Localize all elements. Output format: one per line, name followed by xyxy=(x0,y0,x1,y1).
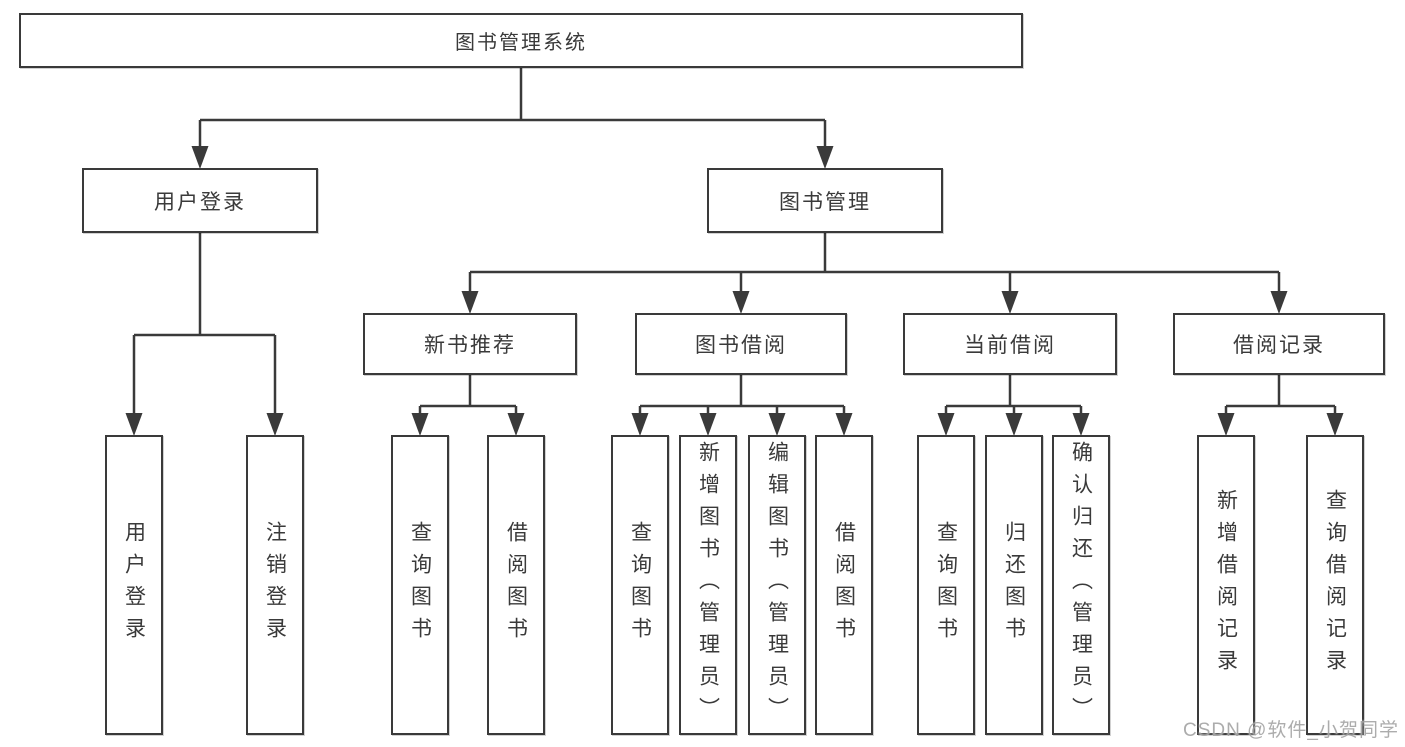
node-label: 查询图书 xyxy=(628,521,652,649)
connector-user-login-to-leaves xyxy=(132,233,277,415)
leaf-borrow-books-2: 借阅图书 xyxy=(815,435,873,735)
node-label: 当前借阅 xyxy=(964,334,1056,357)
leaf-edit-books-admin: 编辑图书（管理员） xyxy=(748,435,806,735)
node-label: 图书管理 xyxy=(779,190,871,214)
node-current-borrowing: 当前借阅 xyxy=(903,313,1117,375)
arrowhead xyxy=(937,413,955,436)
leaf-query-books-1: 查询图书 xyxy=(391,435,449,735)
node-label: 新书推荐 xyxy=(424,334,516,357)
leaf-add-borrow-record: 新增借阅记录 xyxy=(1197,435,1255,735)
node-book-borrowing: 图书借阅 xyxy=(635,313,847,375)
leaf-borrow-books-1: 借阅图书 xyxy=(487,435,545,735)
arrowhead xyxy=(1270,291,1288,314)
node-root-library-system: 图书管理系统 xyxy=(19,13,1023,68)
connector-borrow-records-to-leaves xyxy=(1224,375,1337,415)
leaf-query-books-3: 查询图书 xyxy=(917,435,975,735)
node-label: 编辑图书（管理员） xyxy=(765,441,789,729)
node-label: 新增图书（管理员） xyxy=(696,441,720,729)
leaf-return-books: 归还图书 xyxy=(985,435,1043,735)
node-label: 查询借阅记录 xyxy=(1323,489,1347,681)
node-label: 新增借阅记录 xyxy=(1214,489,1238,681)
node-new-book-recommendation: 新书推荐 xyxy=(363,313,577,375)
leaf-add-books-admin: 新增图书（管理员） xyxy=(679,435,737,735)
arrowhead xyxy=(1217,413,1235,436)
node-borrowing-records: 借阅记录 xyxy=(1173,313,1385,375)
node-label: 用户登录 xyxy=(122,521,146,649)
arrowhead xyxy=(699,413,717,436)
node-user-login: 用户登录 xyxy=(82,168,318,233)
node-label: 图书管理系统 xyxy=(455,32,587,54)
node-label: 图书借阅 xyxy=(695,334,787,357)
arrowhead xyxy=(507,413,525,436)
connector-new-book-to-leaves xyxy=(418,375,518,415)
arrowhead xyxy=(732,291,750,314)
node-label: 用户登录 xyxy=(154,190,246,214)
arrowhead xyxy=(266,413,284,436)
node-label: 借阅记录 xyxy=(1233,334,1325,357)
node-label: 归还图书 xyxy=(1002,521,1026,649)
arrowhead xyxy=(411,413,429,436)
connector-root-to-level2 xyxy=(198,68,827,148)
watermark: CSDN @软件_小贺同学 xyxy=(1183,720,1399,741)
arrowhead xyxy=(1005,413,1023,436)
arrowhead xyxy=(835,413,853,436)
arrowhead xyxy=(768,413,786,436)
node-label: 注销登录 xyxy=(263,521,287,649)
arrowhead xyxy=(125,413,143,436)
leaf-logout: 注销登录 xyxy=(246,435,304,735)
node-label: 借阅图书 xyxy=(504,521,528,649)
leaf-confirm-return-admin: 确认归还（管理员） xyxy=(1052,435,1110,735)
arrowhead xyxy=(1326,413,1344,436)
node-label: 借阅图书 xyxy=(832,521,856,649)
arrowhead xyxy=(461,291,479,314)
node-label: 查询图书 xyxy=(408,521,432,649)
arrowhead xyxy=(191,146,209,169)
arrowhead xyxy=(1072,413,1090,436)
connector-book-borrow-to-leaves xyxy=(638,375,846,415)
arrowhead xyxy=(631,413,649,436)
connector-book-management-to-level3 xyxy=(468,233,1281,293)
arrowhead xyxy=(1001,291,1019,314)
node-label: 确认归还（管理员） xyxy=(1069,441,1093,729)
connector-current-borrow-to-leaves xyxy=(944,375,1083,415)
leaf-query-books-2: 查询图书 xyxy=(611,435,669,735)
leaf-query-borrow-record: 查询借阅记录 xyxy=(1306,435,1364,735)
node-book-management: 图书管理 xyxy=(707,168,943,233)
arrowhead xyxy=(816,146,834,169)
node-label: 查询图书 xyxy=(934,521,958,649)
leaf-user-login: 用户登录 xyxy=(105,435,163,735)
